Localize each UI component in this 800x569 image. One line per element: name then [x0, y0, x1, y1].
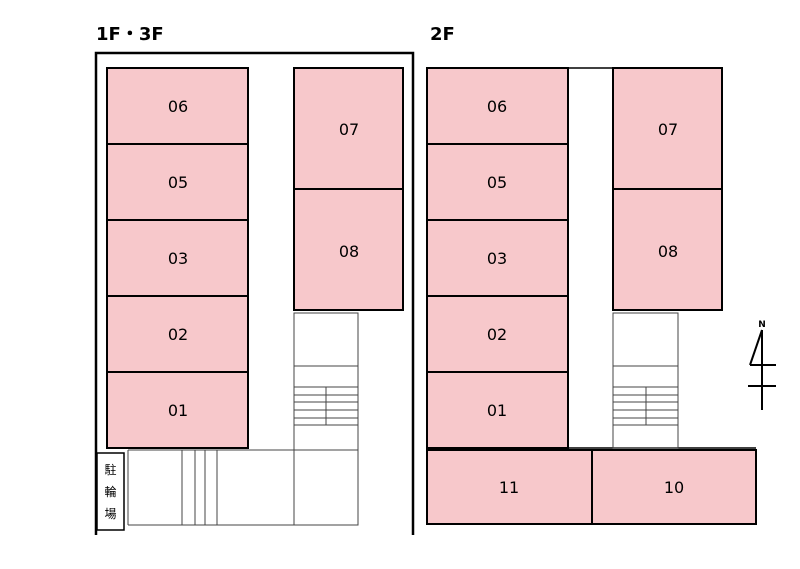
left-room-08[interactable]: [293, 188, 404, 311]
left-floor-title: 1F・3F: [96, 24, 164, 45]
left-room-column: [106, 67, 404, 449]
parking-char-3: 場: [104, 507, 116, 521]
right-room-01-label: 01: [487, 401, 507, 420]
right-room-column: [426, 67, 757, 525]
left-stair-area: [128, 312, 359, 526]
north-label: N: [758, 320, 766, 330]
right-room-08[interactable]: [612, 188, 723, 311]
left-room-07[interactable]: [293, 67, 404, 190]
parking-char-2: 輪: [104, 484, 116, 499]
right-floor-title: 2F: [430, 24, 455, 45]
left-room-01-label: 01: [168, 401, 188, 420]
right-room-08-label: 08: [658, 242, 678, 261]
right-room-11[interactable]: [426, 449, 593, 525]
right-room-05-label: 05: [487, 173, 507, 192]
left-room-06-label: 06: [168, 97, 188, 116]
left-room-02[interactable]: [106, 295, 249, 373]
right-room-02[interactable]: [426, 295, 569, 373]
left-room-02-label: 02: [168, 325, 188, 344]
parking-char-1: 駐: [104, 462, 116, 477]
right-room-05[interactable]: [426, 143, 569, 221]
bicycle-parking-sign: [96, 452, 125, 531]
right-room-02-label: 02: [487, 325, 507, 344]
right-stair-area: [612, 312, 679, 449]
right-room-10-label: 10: [664, 478, 684, 497]
right-room-11-label: 11: [499, 478, 519, 497]
right-room-06-label: 06: [487, 97, 507, 116]
left-building-outline: [94, 51, 415, 535]
left-room-05[interactable]: [106, 143, 249, 221]
left-room-08-label: 08: [339, 242, 359, 261]
right-room-03-label: 03: [487, 249, 507, 268]
right-room-07-label: 07: [658, 120, 678, 139]
left-room-03-label: 03: [168, 249, 188, 268]
north-arrow-icon: [748, 329, 776, 410]
left-room-05-label: 05: [168, 173, 188, 192]
right-room-06[interactable]: [426, 67, 569, 145]
right-room-01[interactable]: [426, 371, 569, 449]
bicycle-parking: 駐 輪 場: [96, 449, 248, 531]
right-room-07[interactable]: [612, 67, 723, 190]
right-room-10[interactable]: [591, 449, 757, 525]
right-room-03[interactable]: [426, 219, 569, 297]
left-room-01[interactable]: [106, 371, 249, 449]
left-room-07-label: 07: [339, 120, 359, 139]
